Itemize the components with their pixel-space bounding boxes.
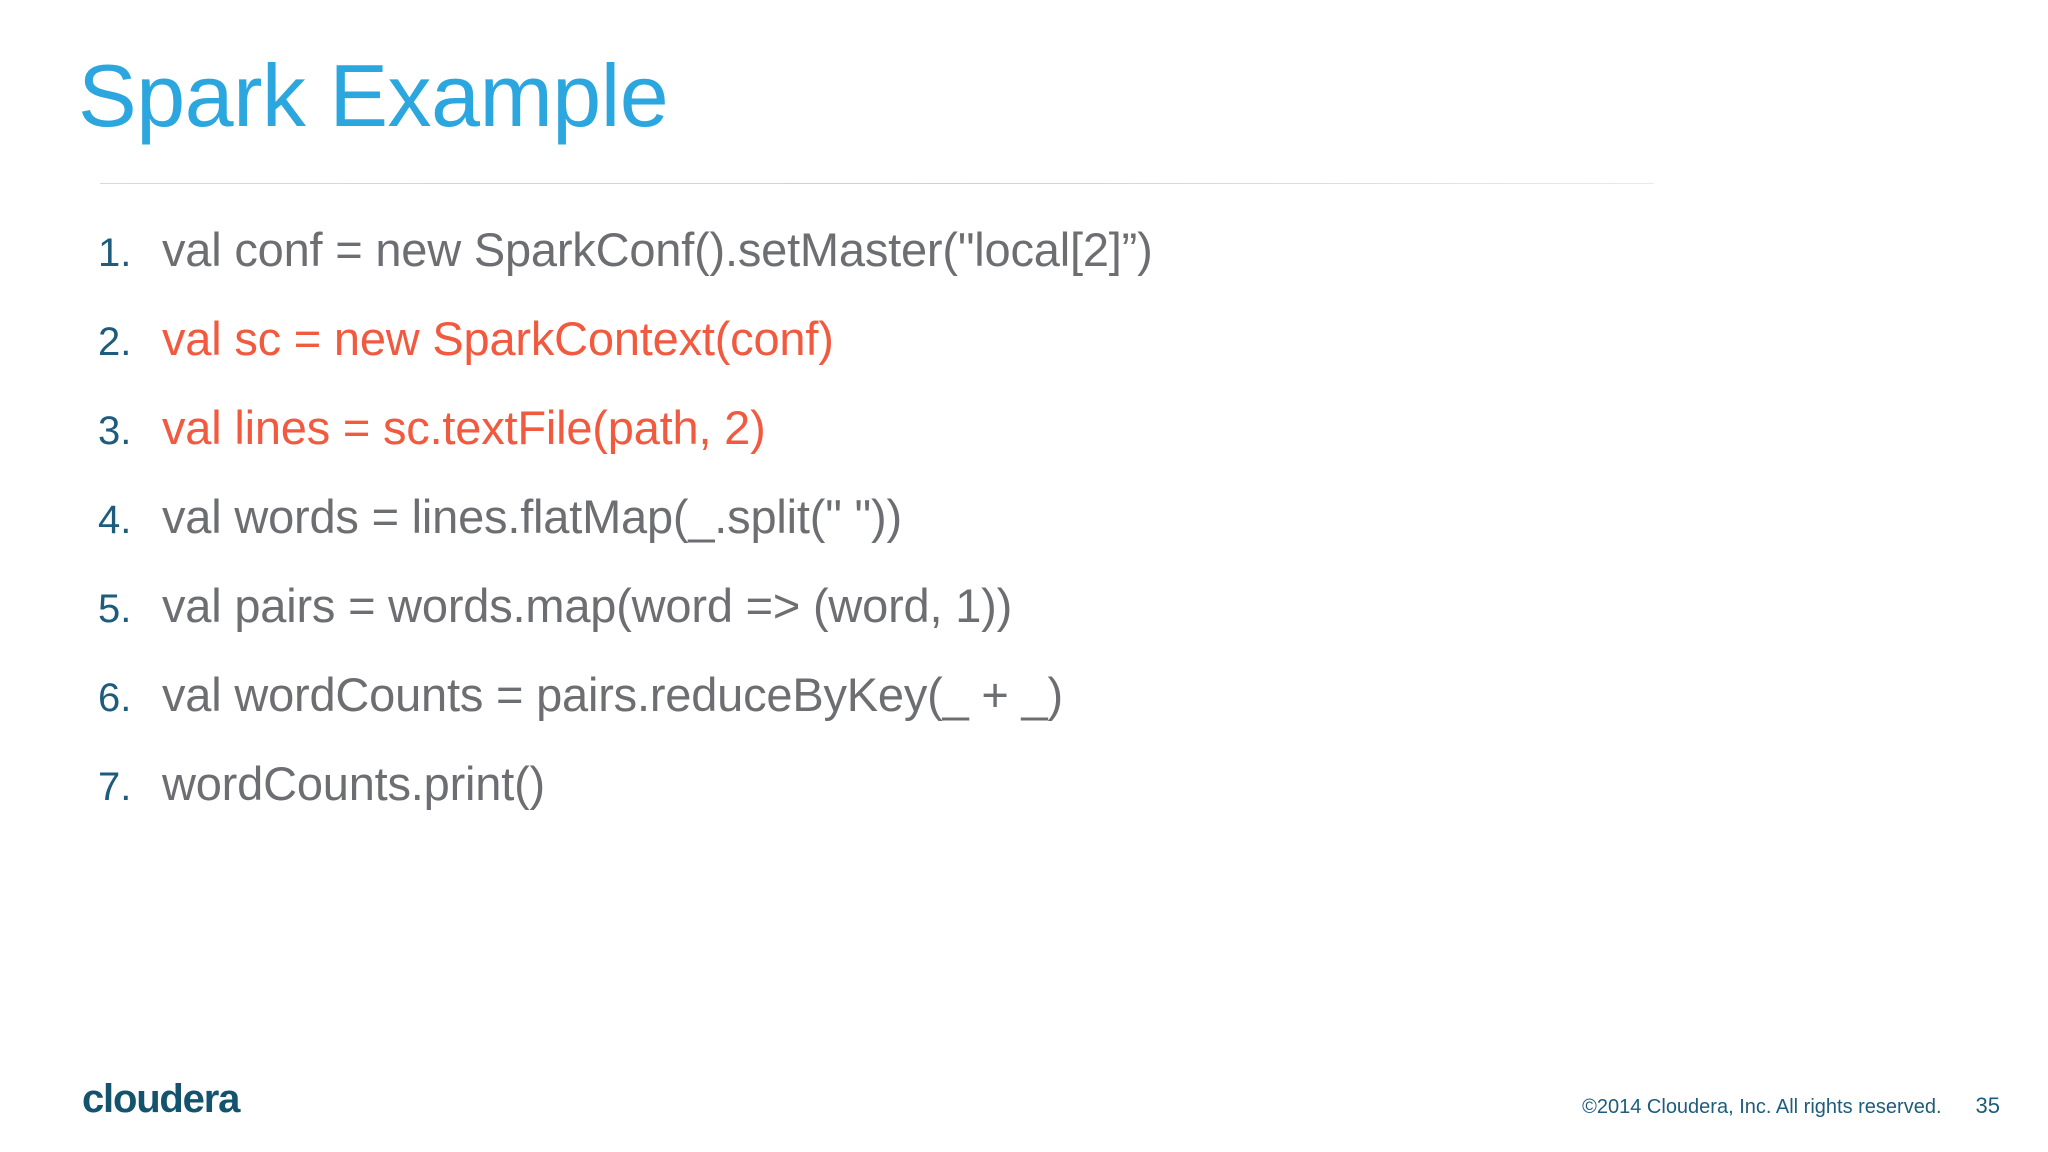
code-line-text: val pairs = words.map(word => (word, 1)) — [162, 579, 1013, 632]
code-line: 4. val words = lines.flatMap(_.split(" ")… — [90, 489, 1890, 578]
code-line: 3. val lines = sc.textFile(path, 2) — [90, 400, 1890, 489]
code-line: 5. val pairs = words.map(word => (word, 1… — [90, 578, 1890, 667]
code-line-number: 6. — [98, 676, 132, 720]
code-line-text: val wordCounts = pairs.reduceByKey(_ + _… — [162, 668, 1063, 721]
code-line-text: val sc = new SparkContext(conf) — [162, 312, 834, 365]
page-number: 35 — [1975, 1093, 2000, 1118]
code-line-text: wordCounts.print() — [162, 757, 545, 810]
code-line-number: 7. — [98, 765, 132, 809]
cloudera-logo: cloudera — [82, 1077, 240, 1121]
code-line-number: 3. — [98, 409, 132, 453]
code-line-number: 5. — [98, 587, 132, 631]
title-divider — [100, 183, 1654, 184]
code-line: 1. val conf = new SparkConf().setMaster("… — [90, 222, 1890, 311]
footer: ©2014 Cloudera, Inc. All rights reserved… — [1582, 1093, 2000, 1119]
code-line-text: val words = lines.flatMap(_.split(" ")) — [162, 490, 902, 543]
code-line: 2. val sc = new SparkContext(conf) — [90, 311, 1890, 400]
code-line-text: val lines = sc.textFile(path, 2) — [162, 401, 766, 454]
copyright-text: ©2014 Cloudera, Inc. All rights reserved… — [1582, 1096, 1942, 1118]
code-line-text: val conf = new SparkConf().setMaster("lo… — [162, 223, 1153, 276]
code-line-number: 4. — [98, 498, 132, 542]
code-line-number: 1. — [98, 231, 132, 275]
page-title: Spark Example — [78, 46, 669, 145]
code-list: 1. val conf = new SparkConf().setMaster("… — [90, 222, 1890, 845]
code-line: 6. val wordCounts = pairs.reduceByKey(_ +… — [90, 667, 1890, 756]
code-line-number: 2. — [98, 320, 132, 364]
code-line: 7. wordCounts.print() — [90, 756, 1890, 845]
